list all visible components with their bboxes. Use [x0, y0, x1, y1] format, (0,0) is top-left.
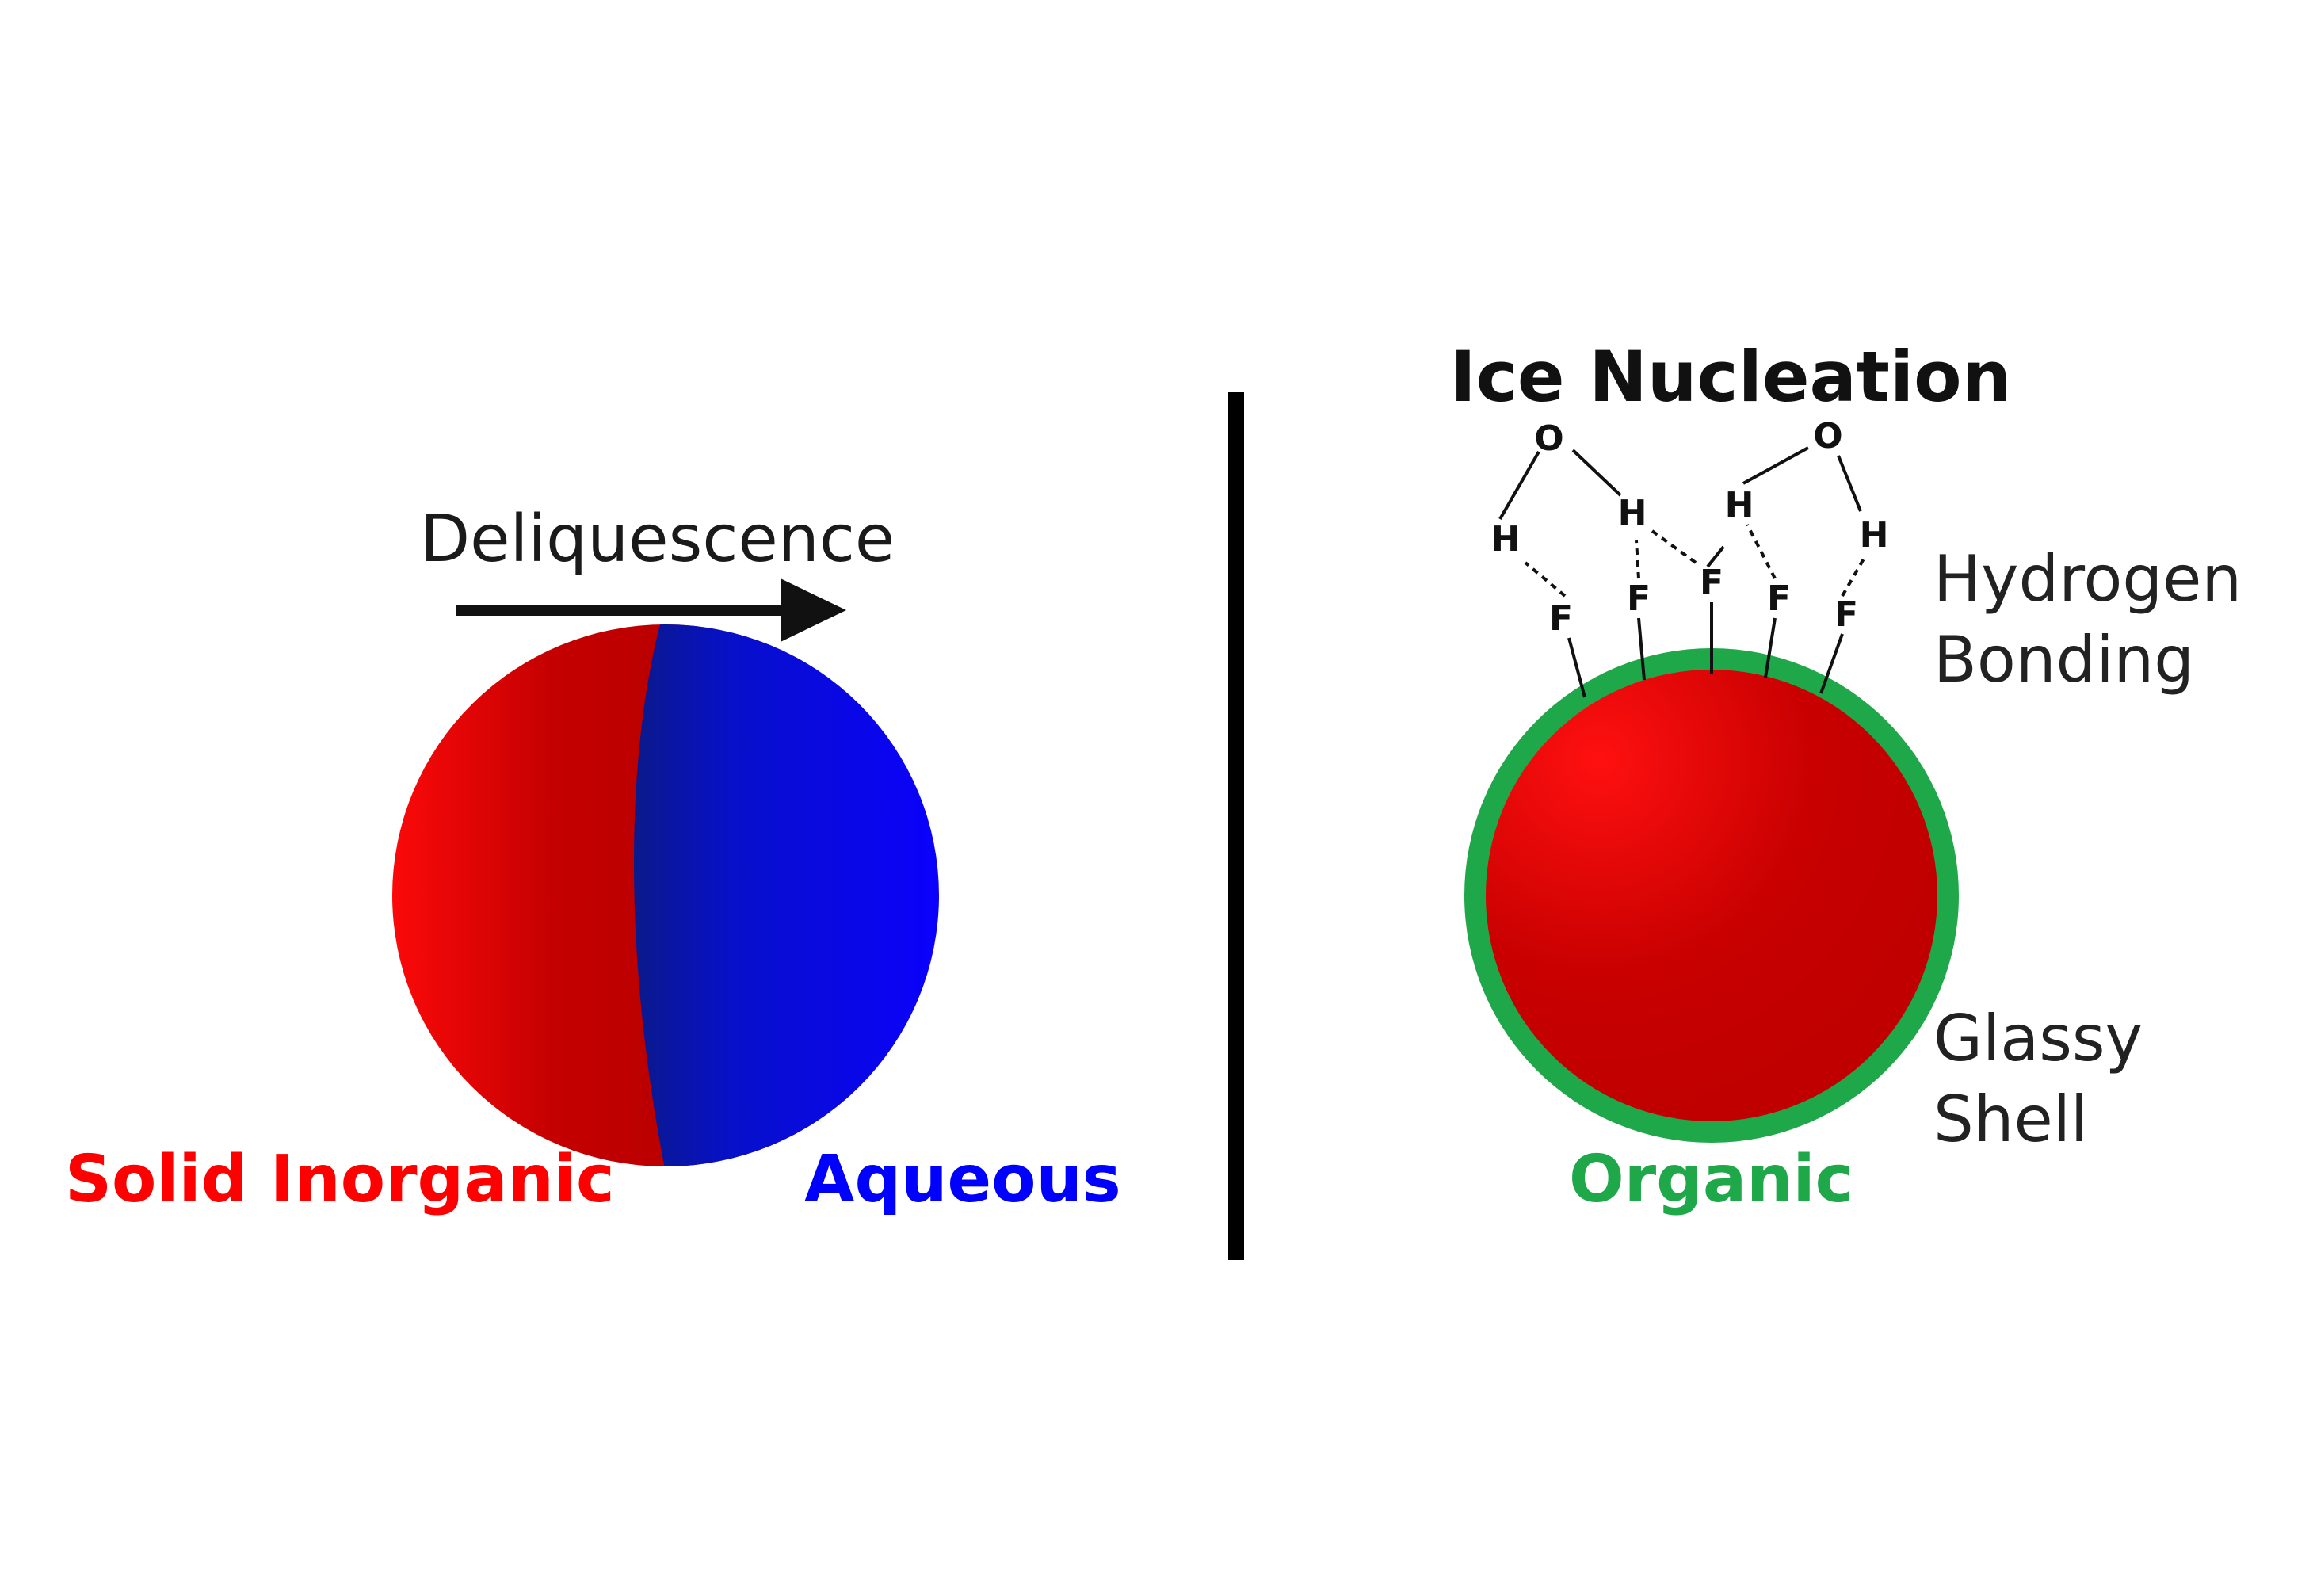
hydrogen-atom: H [1725, 485, 1754, 525]
organic-core [1486, 670, 1937, 1121]
glassy-shell-label: Glassy Shell [1933, 1002, 2143, 1157]
hydrogen-atom: H [1618, 493, 1647, 533]
oxygen-atom: O [1813, 416, 1842, 456]
aqueous-label: Aqueous [804, 1142, 1121, 1217]
hydrogen-atom: H [1860, 515, 1889, 556]
fluorine-atom: F [1767, 578, 1791, 619]
deliquescence-label: Deliquescence [420, 502, 895, 577]
oxygen-atom: O [1534, 418, 1563, 459]
fluorine-atom: F [1700, 563, 1723, 603]
deliquescence-arrow [456, 578, 846, 642]
fluorine-atom: F [1549, 598, 1573, 639]
fluorine-atom: F [1627, 578, 1651, 619]
aqueous-half [634, 624, 939, 1166]
hydrogen-bonding-structure [1498, 446, 1868, 698]
atom-symbols: O O H H H H F F F F F [1491, 416, 1889, 639]
split-particle [392, 624, 939, 1166]
panel-divider [1228, 392, 1244, 1260]
fluorine-atom: F [1834, 594, 1858, 635]
core-shell-particle [1464, 648, 1959, 1143]
organic-label: Organic [1569, 1142, 1854, 1217]
ice-nucleation-title: Ice Nucleation [1450, 336, 2012, 418]
solid-inorganic-label: Solid Inorganic [65, 1142, 615, 1217]
hydrogen-bonding-label: Hydrogen Bonding [1933, 542, 2242, 697]
hydrogen-atom: H [1491, 519, 1521, 559]
